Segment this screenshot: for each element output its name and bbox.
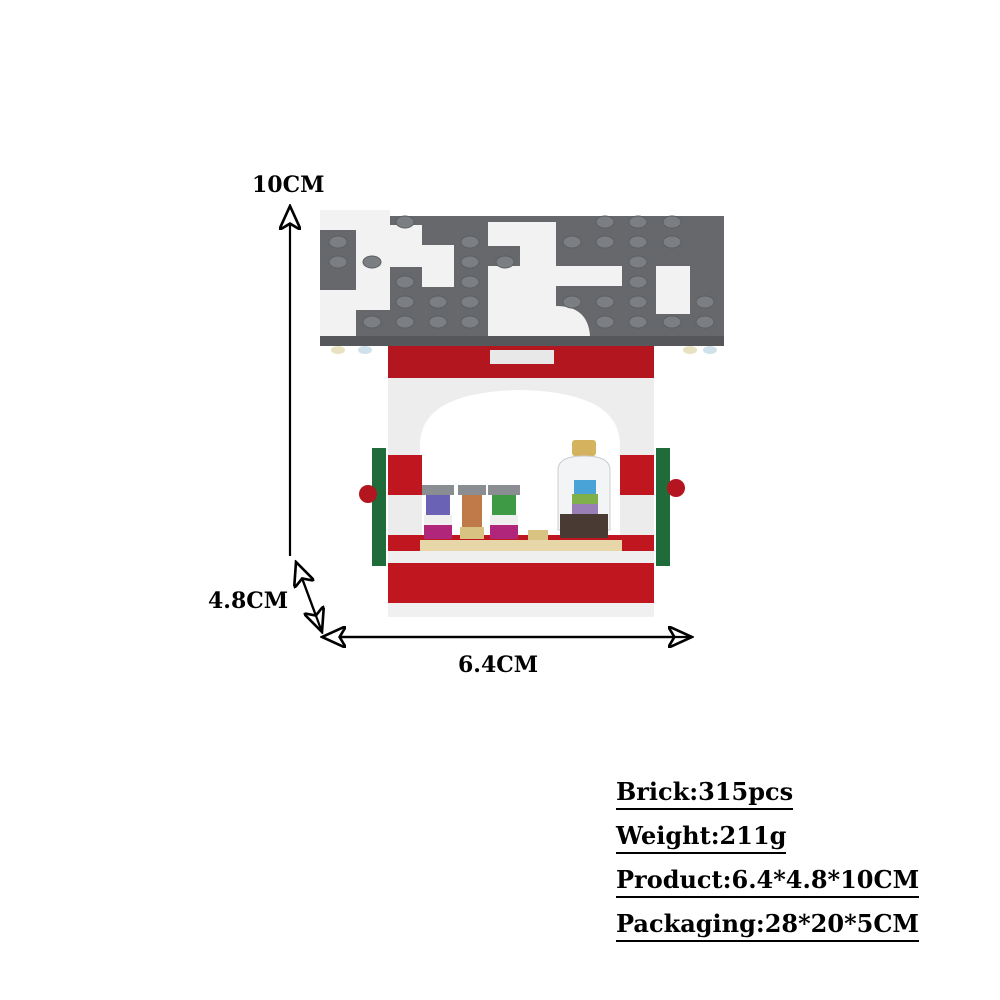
spec-product-size: Product:6.4*4.8*10CM — [616, 866, 920, 898]
spec-packaging-size: Packaging:28*20*5CM — [616, 910, 919, 942]
dimension-lines — [290, 206, 692, 637]
height-label: 10CM — [252, 172, 325, 198]
roof — [320, 210, 724, 354]
width-label: 6.4CM — [458, 652, 539, 678]
depth-label: 4.8CM — [208, 588, 289, 614]
stall-body — [359, 346, 685, 617]
spec-weight: Weight:211g — [616, 822, 787, 854]
spec-brick-count: Brick:315pcs — [616, 778, 794, 810]
spec-list: Brick:315pcs Weight:211g Product:6.4*4.8… — [616, 778, 920, 954]
